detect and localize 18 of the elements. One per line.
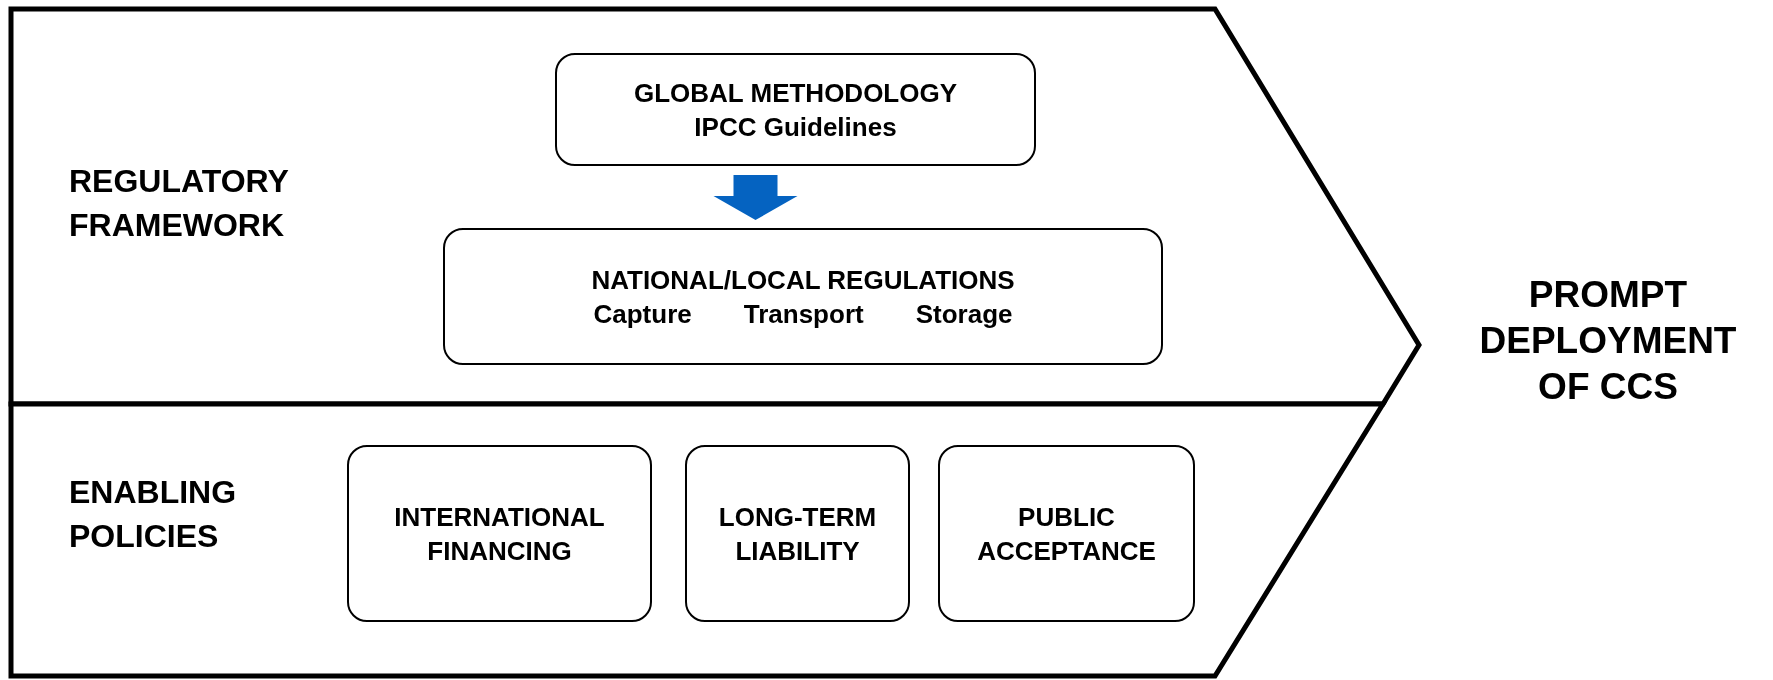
box-title: GLOBAL METHODOLOGY bbox=[632, 76, 959, 110]
box-subtitle: IPCC Guidelines bbox=[694, 110, 897, 144]
box-subtitle: Capture bbox=[593, 297, 692, 331]
rounded-box bbox=[443, 228, 1163, 365]
box-title: INTERNATIONAL FINANCING bbox=[393, 500, 606, 568]
box-subtitle: Transport bbox=[743, 297, 864, 331]
rounded-box bbox=[347, 445, 652, 622]
box-title: LONG-TERM LIABILITY bbox=[717, 500, 878, 568]
band-heading: ENABLING POLICIES bbox=[69, 473, 238, 556]
outcome-label: PROMPT DEPLOYMENT OF CCS bbox=[1478, 273, 1738, 409]
rounded-box bbox=[555, 53, 1036, 166]
box-subtitle: Storage bbox=[915, 297, 1013, 331]
rounded-box bbox=[938, 445, 1195, 622]
box-title: PUBLIC ACCEPTANCE bbox=[976, 500, 1157, 568]
block-arrow bbox=[713, 175, 798, 220]
band-heading: REGULATORY FRAMEWORK bbox=[69, 162, 290, 245]
box-title: NATIONAL/LOCAL REGULATIONS bbox=[590, 263, 1016, 297]
rounded-box bbox=[685, 445, 910, 622]
